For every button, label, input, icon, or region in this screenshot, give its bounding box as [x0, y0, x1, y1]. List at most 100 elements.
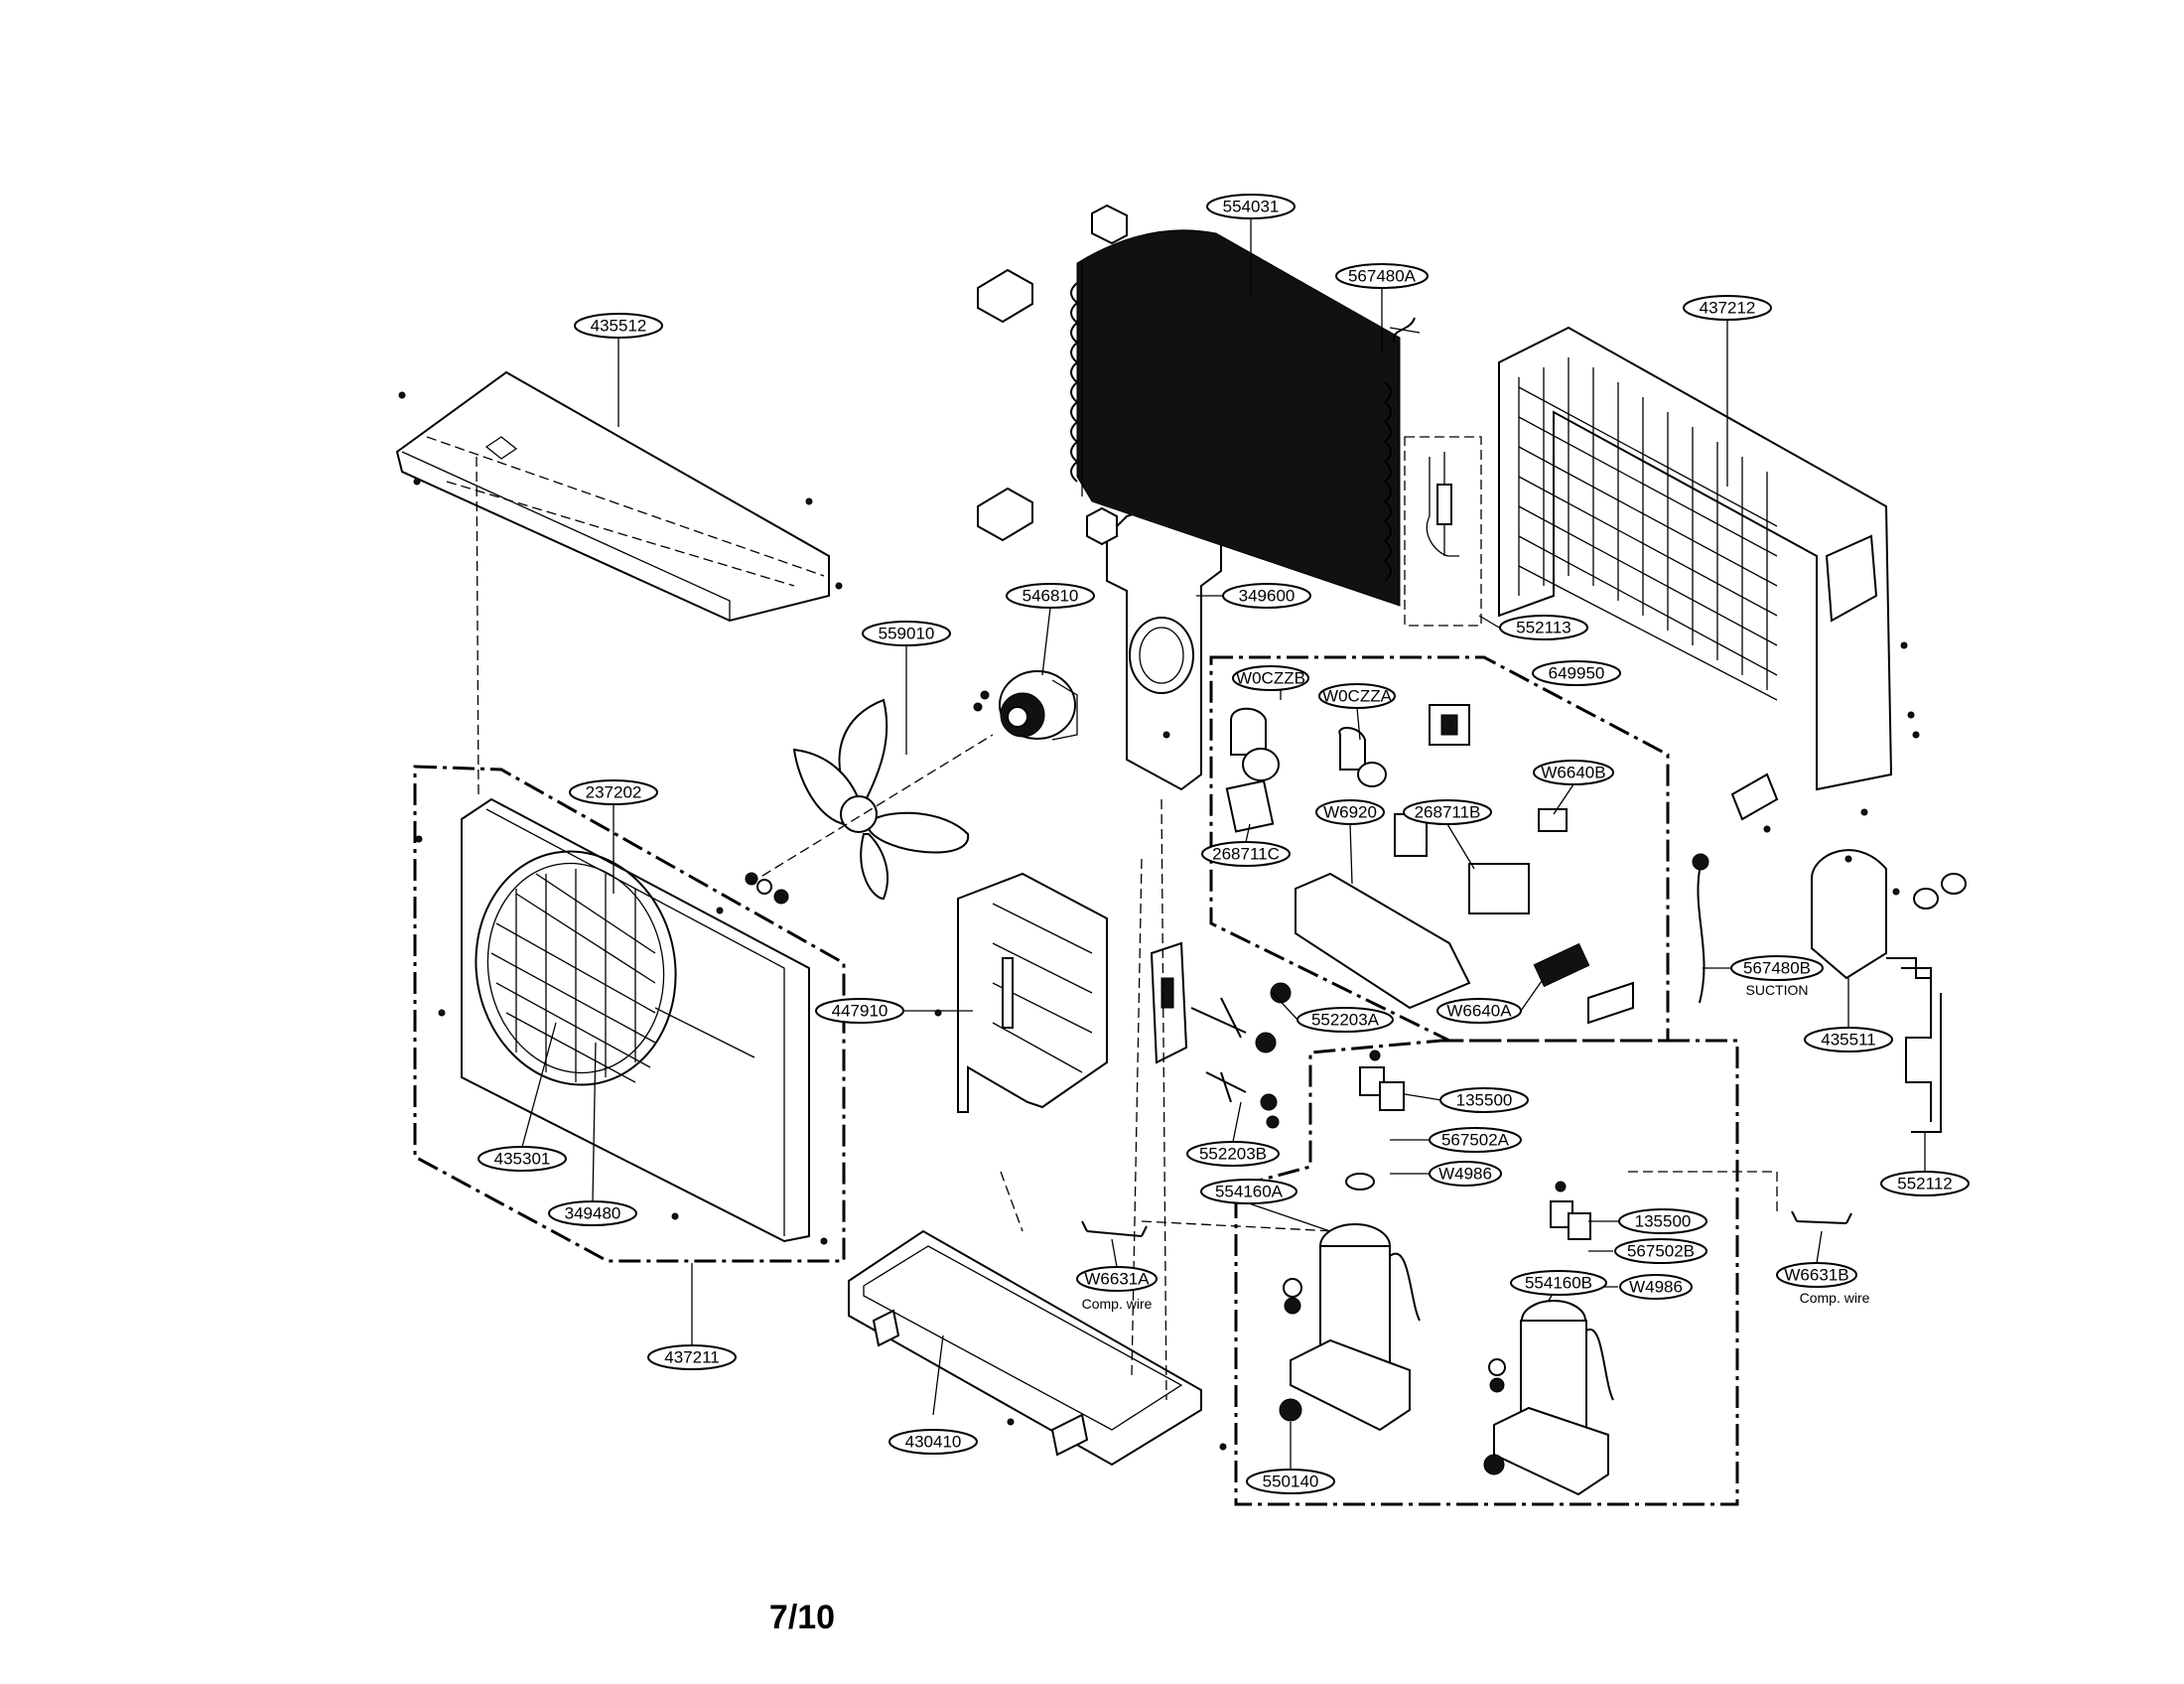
callout-349480: 349480 — [548, 1200, 637, 1226]
callout-W4986-a: W4986 — [1429, 1161, 1502, 1187]
callout-W6640B: W6640B — [1533, 760, 1614, 785]
callout-237202-text: 237202 — [586, 783, 642, 802]
callout-W0CZZB-text: W0CZZB — [1236, 669, 1305, 688]
callout-W0CZZA: W0CZZA — [1318, 683, 1396, 709]
callout-567480A-text: 567480A — [1348, 267, 1417, 286]
callout-W6640A-text: W6640A — [1446, 1002, 1512, 1021]
callout-437211-text: 437211 — [664, 1348, 719, 1367]
callout-268711C: 268711C — [1201, 841, 1291, 867]
callout-447910: 447910 — [815, 998, 904, 1024]
compressor-assembly — [1234, 1039, 1739, 1506]
callout-546810: 546810 — [1006, 583, 1095, 609]
callout-550140: 550140 — [1246, 1469, 1335, 1494]
callout-437212: 437212 — [1683, 295, 1772, 321]
callout-552203B-text: 552203B — [1199, 1145, 1267, 1164]
page-number: 7/10 — [769, 1599, 835, 1636]
callout-435512: 435512 — [574, 313, 663, 339]
callout-567480B: 567480B — [1730, 955, 1824, 981]
callout-268711B: 268711B — [1403, 799, 1492, 825]
top-cover-panel — [395, 370, 843, 795]
callout-559010: 559010 — [862, 621, 951, 646]
callout-559010-text: 559010 — [879, 625, 935, 643]
callout-W4986-b: W4986 — [1619, 1274, 1693, 1300]
base-pan — [848, 798, 1227, 1467]
part-labels: 554031 567480A 437212 435512 546810 3496… — [478, 194, 1970, 1494]
callout-554160B: 554160B — [1510, 1270, 1607, 1296]
callout-435301: 435301 — [478, 1146, 567, 1172]
condenser-coil — [977, 204, 1421, 607]
callout-554160B-text: 554160B — [1525, 1274, 1592, 1293]
callout-447910-text: 447910 — [832, 1002, 888, 1021]
callout-W6640B-text: W6640B — [1541, 764, 1605, 782]
callout-349600-text: 349600 — [1239, 587, 1296, 606]
callout-349600: 349600 — [1222, 583, 1311, 609]
callout-552203A: 552203A — [1297, 1007, 1394, 1033]
callout-349480-text: 349480 — [565, 1204, 621, 1223]
callout-W6920: W6920 — [1315, 799, 1385, 825]
pipe-assembly — [1886, 957, 1942, 1133]
rear-panel-grid — [1518, 357, 1778, 701]
front-panel-assembly — [413, 765, 846, 1263]
propeller-fan — [745, 698, 994, 905]
callout-567502A: 567502A — [1429, 1127, 1522, 1153]
callout-430410: 430410 — [888, 1429, 978, 1455]
comp-wire-note-a: Comp. wire — [1082, 1296, 1153, 1312]
callout-546810-text: 546810 — [1023, 587, 1079, 606]
valve-cover — [1811, 849, 1967, 980]
service-valves — [1150, 941, 1292, 1129]
callout-554031: 554031 — [1206, 194, 1296, 219]
callout-W6631B-text: W6631B — [1784, 1266, 1848, 1285]
callout-552203A-text: 552203A — [1311, 1011, 1380, 1030]
callout-W6631A: W6631A — [1076, 1266, 1158, 1292]
callout-W0CZZA-text: W0CZZA — [1322, 687, 1393, 706]
suction-sensor — [1692, 853, 1709, 1004]
callout-554160A: 554160A — [1200, 1179, 1297, 1204]
coil-tube-ends — [1070, 282, 1392, 582]
callout-435511: 435511 — [1804, 1027, 1893, 1052]
fan-motor — [973, 670, 1078, 741]
callout-W6640A: W6640A — [1436, 998, 1522, 1024]
callout-567502B-text: 567502B — [1627, 1242, 1695, 1261]
fan-grille — [490, 869, 656, 1083]
control-box — [1209, 655, 1670, 1043]
compressor-wires — [1081, 1171, 1852, 1237]
callout-237202: 237202 — [569, 779, 658, 805]
callout-567502A-text: 567502A — [1441, 1131, 1510, 1150]
callout-437211: 437211 — [647, 1344, 737, 1370]
callout-W6631A-text: W6631A — [1084, 1270, 1150, 1289]
callout-552113-text: 552113 — [1516, 619, 1570, 637]
callout-430410-text: 430410 — [905, 1433, 962, 1452]
callout-649950-text: 649950 — [1549, 664, 1605, 683]
callout-435511-text: 435511 — [1821, 1031, 1875, 1050]
callout-435512-text: 435512 — [591, 317, 647, 336]
callout-567480A: 567480A — [1335, 263, 1429, 289]
rear-side-panel — [1498, 326, 1920, 833]
callout-135500-b-text: 135500 — [1635, 1212, 1692, 1231]
partition-plate — [934, 872, 1108, 1113]
callout-135500-b: 135500 — [1618, 1208, 1707, 1234]
callout-552112: 552112 — [1880, 1171, 1970, 1196]
callout-W4986-a-text: W4986 — [1438, 1165, 1492, 1184]
leader-lines — [521, 218, 1926, 1470]
callout-567502B: 567502B — [1614, 1238, 1707, 1264]
callout-554031-text: 554031 — [1223, 198, 1280, 216]
suction-note: SUCTION — [1746, 982, 1809, 998]
callout-649950: 649950 — [1532, 660, 1621, 686]
callout-552113: 552113 — [1499, 615, 1588, 640]
callout-135500-a-text: 135500 — [1456, 1091, 1513, 1110]
callout-437212-text: 437212 — [1700, 299, 1756, 318]
callout-268711B-text: 268711B — [1415, 803, 1481, 822]
callout-268711C-text: 268711C — [1212, 845, 1280, 864]
callout-W6631B: W6631B — [1776, 1262, 1857, 1288]
callout-W4986-b-text: W4986 — [1629, 1278, 1683, 1297]
callout-W6920-text: W6920 — [1323, 803, 1377, 822]
callout-435301-text: 435301 — [494, 1150, 551, 1169]
callout-135500-a: 135500 — [1439, 1087, 1529, 1113]
motor-bracket — [1106, 504, 1222, 791]
callout-550140-text: 550140 — [1263, 1473, 1319, 1491]
comp-wire-note-b: Comp. wire — [1800, 1290, 1870, 1306]
callout-552112-text: 552112 — [1897, 1175, 1952, 1193]
callout-552203B: 552203B — [1186, 1141, 1280, 1167]
callout-554160A-text: 554160A — [1215, 1183, 1284, 1201]
